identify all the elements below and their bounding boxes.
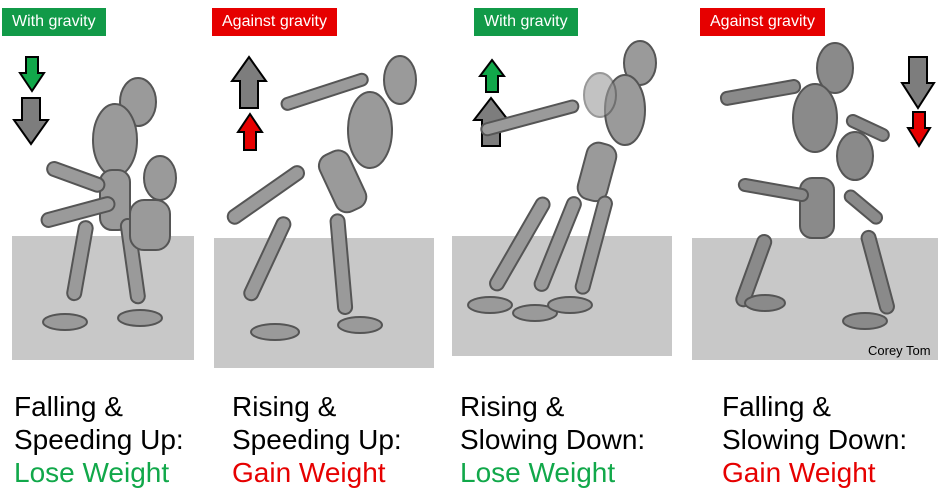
falling-slowing-figure-icon [719,42,895,330]
caption-2-result: Gain Weight [232,457,386,488]
gray-down-arrow-icon-2 [900,56,936,110]
with-gravity-tag-1: With gravity [2,8,106,36]
caption-4-line1: Falling & [722,391,831,422]
credit-text: Corey Tom [868,343,931,358]
floor-2 [214,238,434,368]
caption-2: Rising & Speeding Up: Gain Weight [232,390,402,489]
red-down-arrow-icon [906,111,932,148]
with-gravity-tag-2: With gravity [474,8,578,36]
caption-3: Rising & Slowing Down: Lose Weight [460,390,645,489]
caption-1: Falling & Speeding Up: Lose Weight [14,390,184,489]
caption-2-line2: Speeding Up: [232,424,402,455]
caption-4-result: Gain Weight [722,457,876,488]
against-gravity-tag-2: Against gravity [700,8,825,36]
floor-1 [12,236,194,360]
rising-figure-icon [226,55,417,341]
green-down-arrow-icon [18,56,46,93]
caption-1-result: Lose Weight [14,457,170,488]
gray-down-arrow-icon [12,97,50,146]
floor-3 [452,236,672,356]
caption-1-line1: Falling & [14,391,123,422]
green-up-arrow-icon [478,58,506,93]
rising-slowing-figure-icon [467,40,657,322]
caption-3-line1: Rising & [460,391,565,422]
falling-figure-icon [40,77,177,331]
red-up-arrow-icon [236,112,264,151]
caption-3-line2: Slowing Down: [460,424,646,455]
floor-4 [692,238,938,360]
against-gravity-tag-1: Against gravity [212,8,337,36]
caption-4: Falling & Slowing Down: Gain Weight [722,390,907,489]
caption-4-line2: Slowing Down: [722,424,908,455]
caption-2-line1: Rising & [232,391,337,422]
caption-1-line2: Speeding Up: [14,424,184,455]
caption-3-result: Lose Weight [460,457,616,488]
gray-up-arrow-icon [230,55,268,109]
